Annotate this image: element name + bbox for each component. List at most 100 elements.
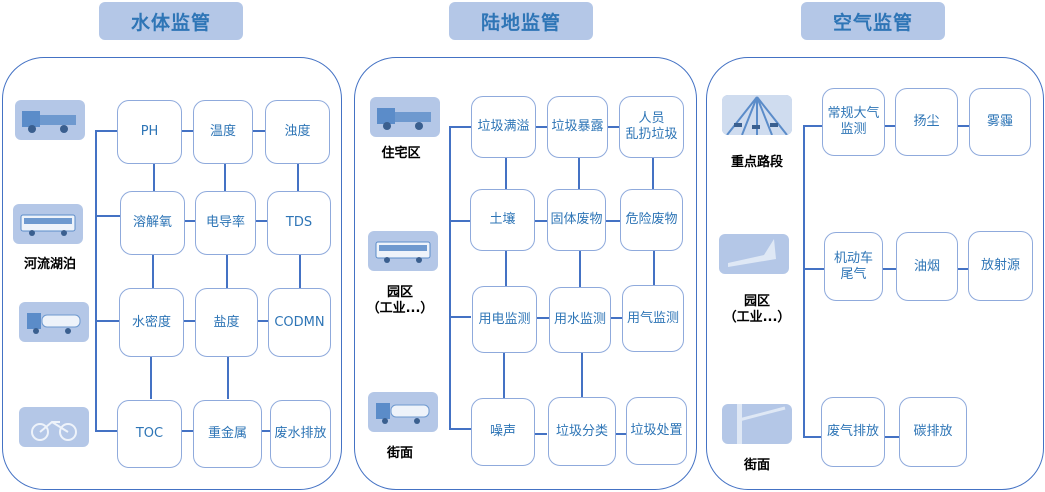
bridge-icon [719,234,789,274]
connector [505,158,507,190]
water-item-dissolved-oxygen: 溶解氧 [120,191,185,255]
connector [578,158,580,190]
air-item-vehicle-exhaust: 机动车 尾气 [824,232,883,301]
connector-trunk [95,130,97,430]
water-item-tds: TDS [267,191,331,255]
land-supervision-title: 陆地监管 [449,2,593,40]
connector [449,126,471,128]
connector [803,125,822,127]
connector [184,320,195,322]
water-item-conductivity: 电导率 [195,191,256,255]
water-item-temperature: 温度 [193,100,253,164]
connector [95,430,117,432]
connector [608,126,619,128]
water-supervision-panel [2,57,342,490]
connector [535,433,547,435]
water-supervision-title: 水体监管 [99,2,243,40]
connector [297,163,299,192]
tanker-truck-icon [19,302,89,342]
water-item-turbidity: 浊度 [265,100,330,164]
air-supervision-title: 空气监管 [801,2,945,40]
connector [449,428,471,430]
land-item-noise: 噪声 [471,398,535,466]
bus-icon [13,204,83,244]
connector [579,250,581,288]
air-item-haze: 雾霾 [969,88,1031,156]
connector [958,268,968,270]
connector [224,163,226,192]
connector [449,316,471,318]
street-lamp-icon [722,404,792,444]
location-label-residential: 住宅区 [381,146,421,161]
land-item-water-monitoring: 用水监测 [549,287,611,353]
water-item-ph: PH [117,100,182,164]
connector [182,430,193,432]
connector [885,436,899,438]
connector [150,357,152,399]
tanker-truck-icon [368,392,438,432]
connector [958,125,969,127]
air-item-carbon-emission: 碳排放 [899,397,967,467]
location-label-street: 街面 [386,446,413,461]
connector [803,268,824,270]
connector [253,130,265,132]
land-item-garbage-overflow: 垃圾满溢 [471,96,536,158]
land-item-garbage-sorting: 垃圾分类 [548,397,616,466]
location-label-industrial-park: 园区 （工业...） [723,294,791,325]
bus-icon [368,231,438,271]
land-item-solid-waste: 固体废物 [547,189,606,251]
connector [537,317,549,319]
truck-icon [370,97,440,137]
location-label-rivers-lakes: 河流湖泊 [23,257,76,272]
connector [226,254,228,289]
connector [581,353,583,398]
connector [606,220,620,222]
connector [616,433,626,435]
water-item-codmn: CODMN [268,288,331,357]
connector [95,320,119,322]
connector [256,220,267,222]
connector [152,254,154,289]
connector [227,357,229,399]
connector [258,320,268,322]
location-label-key-roads: 重点路段 [730,155,783,170]
connector-trunk [803,125,805,437]
water-item-toc: TOC [117,400,182,468]
connector [95,130,117,132]
connector [182,130,194,132]
connector [503,353,505,398]
connector [449,220,471,222]
location-label-street: 街面 [743,458,770,473]
land-item-electricity-monitoring: 用电监测 [472,286,537,353]
connector [185,220,195,222]
connector [535,220,547,222]
connector [536,126,547,128]
land-item-gas-monitoring: 用气监测 [622,285,684,352]
land-item-garbage-exposure: 垃圾暴露 [547,96,608,158]
water-item-water-density: 水密度 [119,288,184,357]
land-item-hazardous-waste: 危险废物 [620,189,683,251]
connector [803,436,821,438]
air-supervision-panel [706,57,1044,490]
air-item-radiation-source: 放射源 [968,231,1033,301]
connector-trunk [449,126,451,429]
land-supervision-panel [354,57,697,490]
air-item-dust: 扬尘 [895,88,958,156]
truck-icon [15,100,85,140]
connector [652,158,654,190]
land-item-garbage-disposal: 垃圾处置 [626,397,687,465]
water-item-heavy-metals: 重金属 [193,400,262,468]
air-item-exhaust-emission: 废气排放 [821,397,885,467]
connector [153,163,155,192]
air-item-cooking-fumes: 油烟 [896,232,958,301]
water-item-salinity: 盐度 [195,288,258,357]
land-item-soil: 土壤 [470,189,535,251]
connector [262,430,271,432]
connector [883,268,896,270]
connector [505,250,507,287]
land-item-littering: 人员 乱扔垃圾 [619,96,684,158]
air-item-conventional-monitoring: 常规大气 监测 [822,88,885,156]
connector [611,317,622,319]
connector [95,215,120,217]
connector [885,125,895,127]
